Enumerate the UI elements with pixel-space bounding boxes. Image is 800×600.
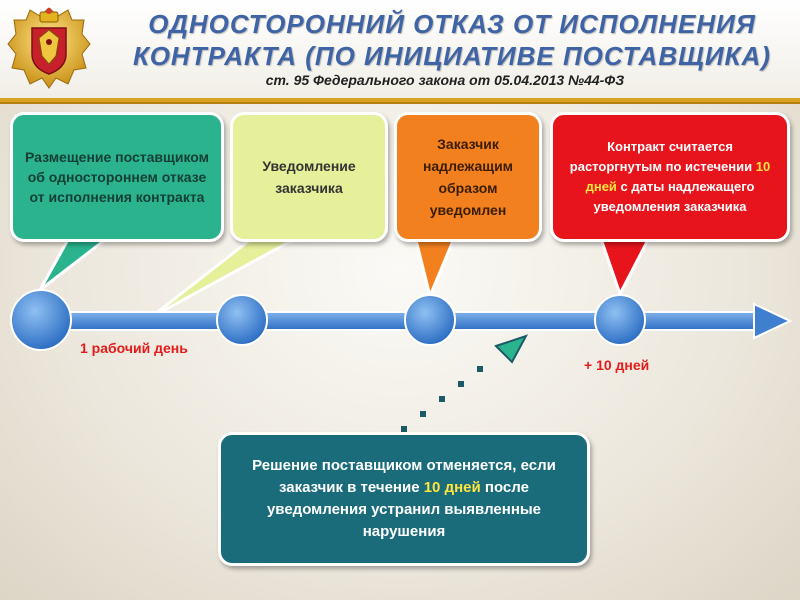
label-one-working-day: 1 рабочий день: [80, 340, 188, 356]
cancelled-text-after: после уведомления устранил выявленные на…: [266, 479, 542, 540]
bubble-tail-teal: [38, 234, 112, 292]
bubble-contract-terminated-text: Контракт считается расторгнутым по истеч…: [563, 137, 777, 217]
terminated-text-highlight: 10 дней: [585, 159, 771, 194]
cancelled-text-highlight: 10 дней: [423, 479, 481, 496]
timeline-node-1: [10, 289, 72, 351]
timeline-arrowhead: [753, 302, 793, 340]
timeline-node-4: [594, 294, 646, 346]
dotted-arrow-head: [494, 334, 529, 364]
bubble-tail-red: [598, 234, 652, 296]
header: ОДНОСТОРОННИЙ ОТКАЗ ОТ ИСПОЛНЕНИЯ КОНТРА…: [0, 0, 800, 100]
gold-divider: [0, 98, 800, 102]
bubble-customer-notified: Заказчик надлежащим образом уведомлен: [394, 112, 542, 242]
cancelled-text-before: Решение поставщиком отменяется, если зак…: [252, 457, 556, 496]
page-title: ОДНОСТОРОННИЙ ОТКАЗ ОТ ИСПОЛНЕНИЯ КОНТРА…: [112, 8, 792, 72]
bubble-contract-terminated: Контракт считается расторгнутым по истеч…: [550, 112, 790, 242]
bubble-supplier-placement: Размещение поставщиком об одностороннем …: [10, 112, 224, 242]
terminated-text-before: Контракт считается расторгнутым по истеч…: [569, 139, 756, 174]
title-line-1: ОДНОСТОРОННИЙ ОТКАЗ ОТ ИСПОЛНЕНИЯ: [148, 9, 756, 39]
terminated-text-after: с даты надлежащего уведомления заказчика: [593, 179, 755, 214]
bubble-tail-orange: [413, 234, 457, 298]
page-subtitle: ст. 95 Федерального закона от 05.04.2013…: [265, 72, 625, 88]
coat-of-arms-icon: [7, 7, 91, 89]
bubble-decision-cancelled: Решение поставщиком отменяется, если зак…: [218, 432, 590, 566]
timeline-node-2: [216, 294, 268, 346]
bubble-customer-notified-text: Заказчик надлежащим образом уведомлен: [422, 136, 514, 218]
bubble-customer-notice-text: Уведомление заказчика: [262, 158, 356, 196]
dotted-arrow: [401, 366, 483, 432]
bubble-supplier-placement-text: Размещение поставщиком об одностороннем …: [24, 149, 210, 205]
timeline-node-3: [404, 294, 456, 346]
label-plus-ten-days: + 10 дней: [584, 357, 650, 373]
bubble-customer-notice: Уведомление заказчика: [230, 112, 388, 242]
timeline-bar: [39, 311, 759, 331]
gold-divider-shadow: [0, 102, 800, 104]
title-line-2: КОНТРАКТА (ПО ИНИЦИАТИВЕ ПОСТАВЩИКА): [133, 41, 771, 71]
bubble-decision-cancelled-text: Решение поставщиком отменяется, если зак…: [235, 455, 573, 543]
